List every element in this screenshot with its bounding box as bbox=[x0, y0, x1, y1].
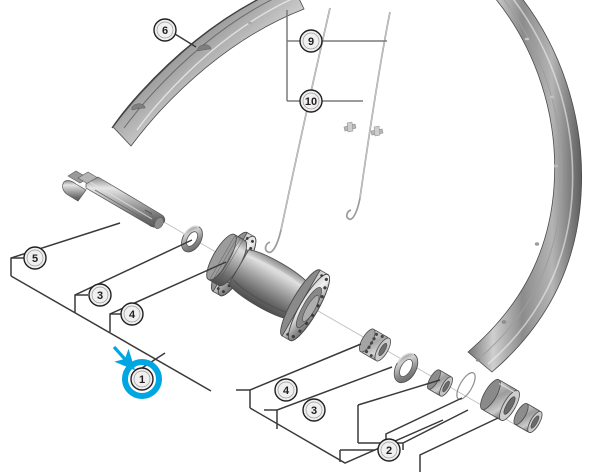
rim-upper-left bbox=[111, 0, 305, 147]
nipple-2 bbox=[370, 125, 384, 137]
callout-inner-ring bbox=[123, 305, 141, 323]
leader-lines-left bbox=[10, 222, 227, 392]
spoke-short bbox=[345, 11, 391, 221]
spoke-hole bbox=[475, 358, 481, 362]
callout-3[interactable]: 3 bbox=[302, 398, 326, 422]
callout-4[interactable]: 4 bbox=[274, 378, 298, 402]
callout-label: 4 bbox=[129, 309, 136, 321]
washer-left bbox=[181, 225, 203, 253]
axle bbox=[62, 170, 166, 229]
spoke-hole bbox=[524, 37, 530, 41]
callout-label: 5 bbox=[32, 253, 38, 265]
callout-1[interactable]: 1 bbox=[130, 367, 154, 391]
callout-4[interactable]: 4 bbox=[120, 302, 144, 326]
callout-label: 9 bbox=[308, 36, 314, 48]
callout-inner-ring bbox=[305, 401, 323, 419]
highlight-arrow bbox=[112, 345, 136, 371]
spoke-hole bbox=[553, 164, 559, 168]
bearing-balls bbox=[364, 332, 384, 358]
callout-label: 4 bbox=[283, 385, 290, 397]
leader-lines-spokes bbox=[286, 10, 387, 102]
nipple-1 bbox=[343, 121, 357, 133]
callout-label: 2 bbox=[386, 445, 392, 457]
callout-9[interactable]: 9 bbox=[299, 29, 323, 53]
lock-nut-right bbox=[513, 402, 543, 434]
spoke-hole bbox=[131, 103, 146, 111]
assembly-axis bbox=[149, 213, 529, 433]
callout-label: 3 bbox=[311, 405, 317, 417]
callout-label: 3 bbox=[97, 290, 103, 302]
callout-inner-ring bbox=[133, 370, 151, 388]
washer-right bbox=[393, 352, 419, 384]
spoke-hole bbox=[248, 21, 252, 25]
highlight-marker bbox=[112, 345, 162, 399]
callout-inner-ring bbox=[302, 32, 320, 50]
rim-right bbox=[467, 0, 582, 373]
callout-inner-ring bbox=[91, 286, 109, 304]
callout-inner-ring bbox=[380, 441, 398, 459]
callout-label: 1 bbox=[139, 374, 145, 386]
callout-label: 6 bbox=[162, 25, 168, 37]
callout-5[interactable]: 5 bbox=[23, 246, 47, 270]
spoke-hole bbox=[549, 95, 555, 99]
leader-lines-bottom bbox=[236, 343, 444, 464]
highlight-ring bbox=[122, 359, 162, 399]
flange-spoke-holes bbox=[286, 274, 328, 339]
cone-right bbox=[358, 328, 392, 362]
callout-group: 1 2 3 4 3 4 5 6 9 10 bbox=[23, 18, 401, 462]
callout-inner-ring bbox=[156, 21, 174, 39]
spacer-right bbox=[427, 369, 453, 397]
callout-6[interactable]: 6 bbox=[153, 18, 177, 42]
callout-inner-ring bbox=[302, 92, 320, 110]
spoke-hole bbox=[197, 44, 212, 52]
spoke-hole bbox=[534, 242, 540, 246]
callout-label: 10 bbox=[305, 96, 317, 108]
spoke-hole bbox=[501, 320, 507, 324]
callout-inner-ring bbox=[277, 381, 295, 399]
seal-ring bbox=[456, 372, 476, 400]
callout-inner-ring bbox=[26, 249, 44, 267]
leader-lines-top bbox=[174, 33, 197, 48]
callout-2[interactable]: 2 bbox=[377, 438, 401, 462]
callout-3[interactable]: 3 bbox=[88, 283, 112, 307]
hub-shell bbox=[206, 231, 330, 342]
callout-10[interactable]: 10 bbox=[299, 89, 323, 113]
end-cap-right bbox=[480, 379, 520, 421]
